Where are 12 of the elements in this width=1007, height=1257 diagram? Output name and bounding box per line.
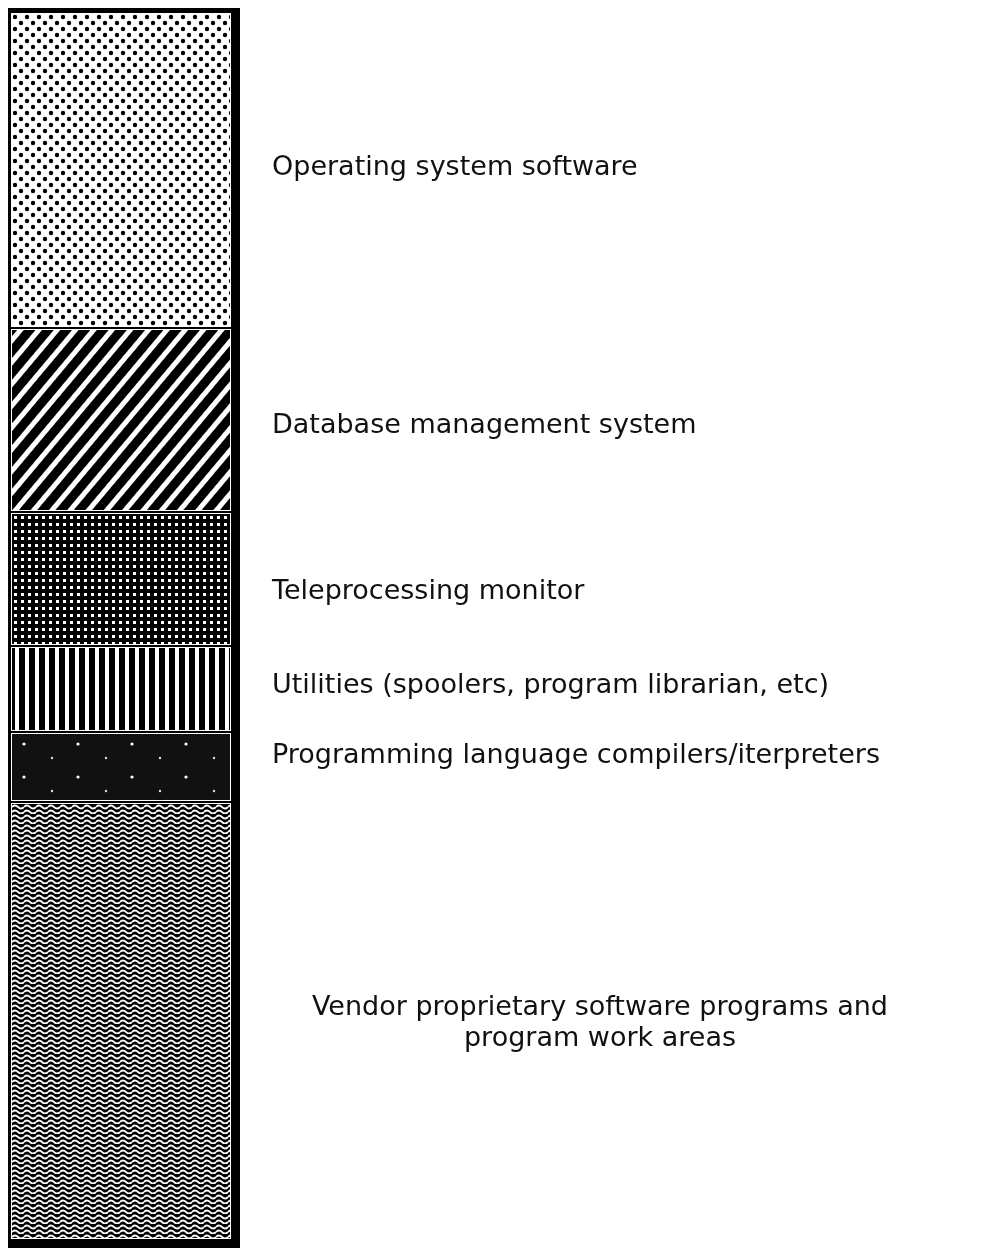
patterned-band — [12, 734, 230, 800]
patterned-band — [12, 804, 230, 1238]
band-label: Database management system — [272, 408, 697, 439]
patterned-band — [12, 648, 230, 730]
patterned-band — [12, 330, 230, 510]
band-label: Teleprocessing monitor — [272, 574, 585, 605]
band-label: Operating system software — [272, 150, 638, 181]
band-label: Programming language compilers/iterpreters — [272, 738, 880, 769]
patterned-band — [12, 14, 230, 326]
band-label: Vendor proprietary software programs and program work areas — [311, 990, 889, 1052]
patterned-band — [12, 514, 230, 644]
band-label: Utilities (spoolers, program librarian, etc) — [272, 668, 830, 699]
